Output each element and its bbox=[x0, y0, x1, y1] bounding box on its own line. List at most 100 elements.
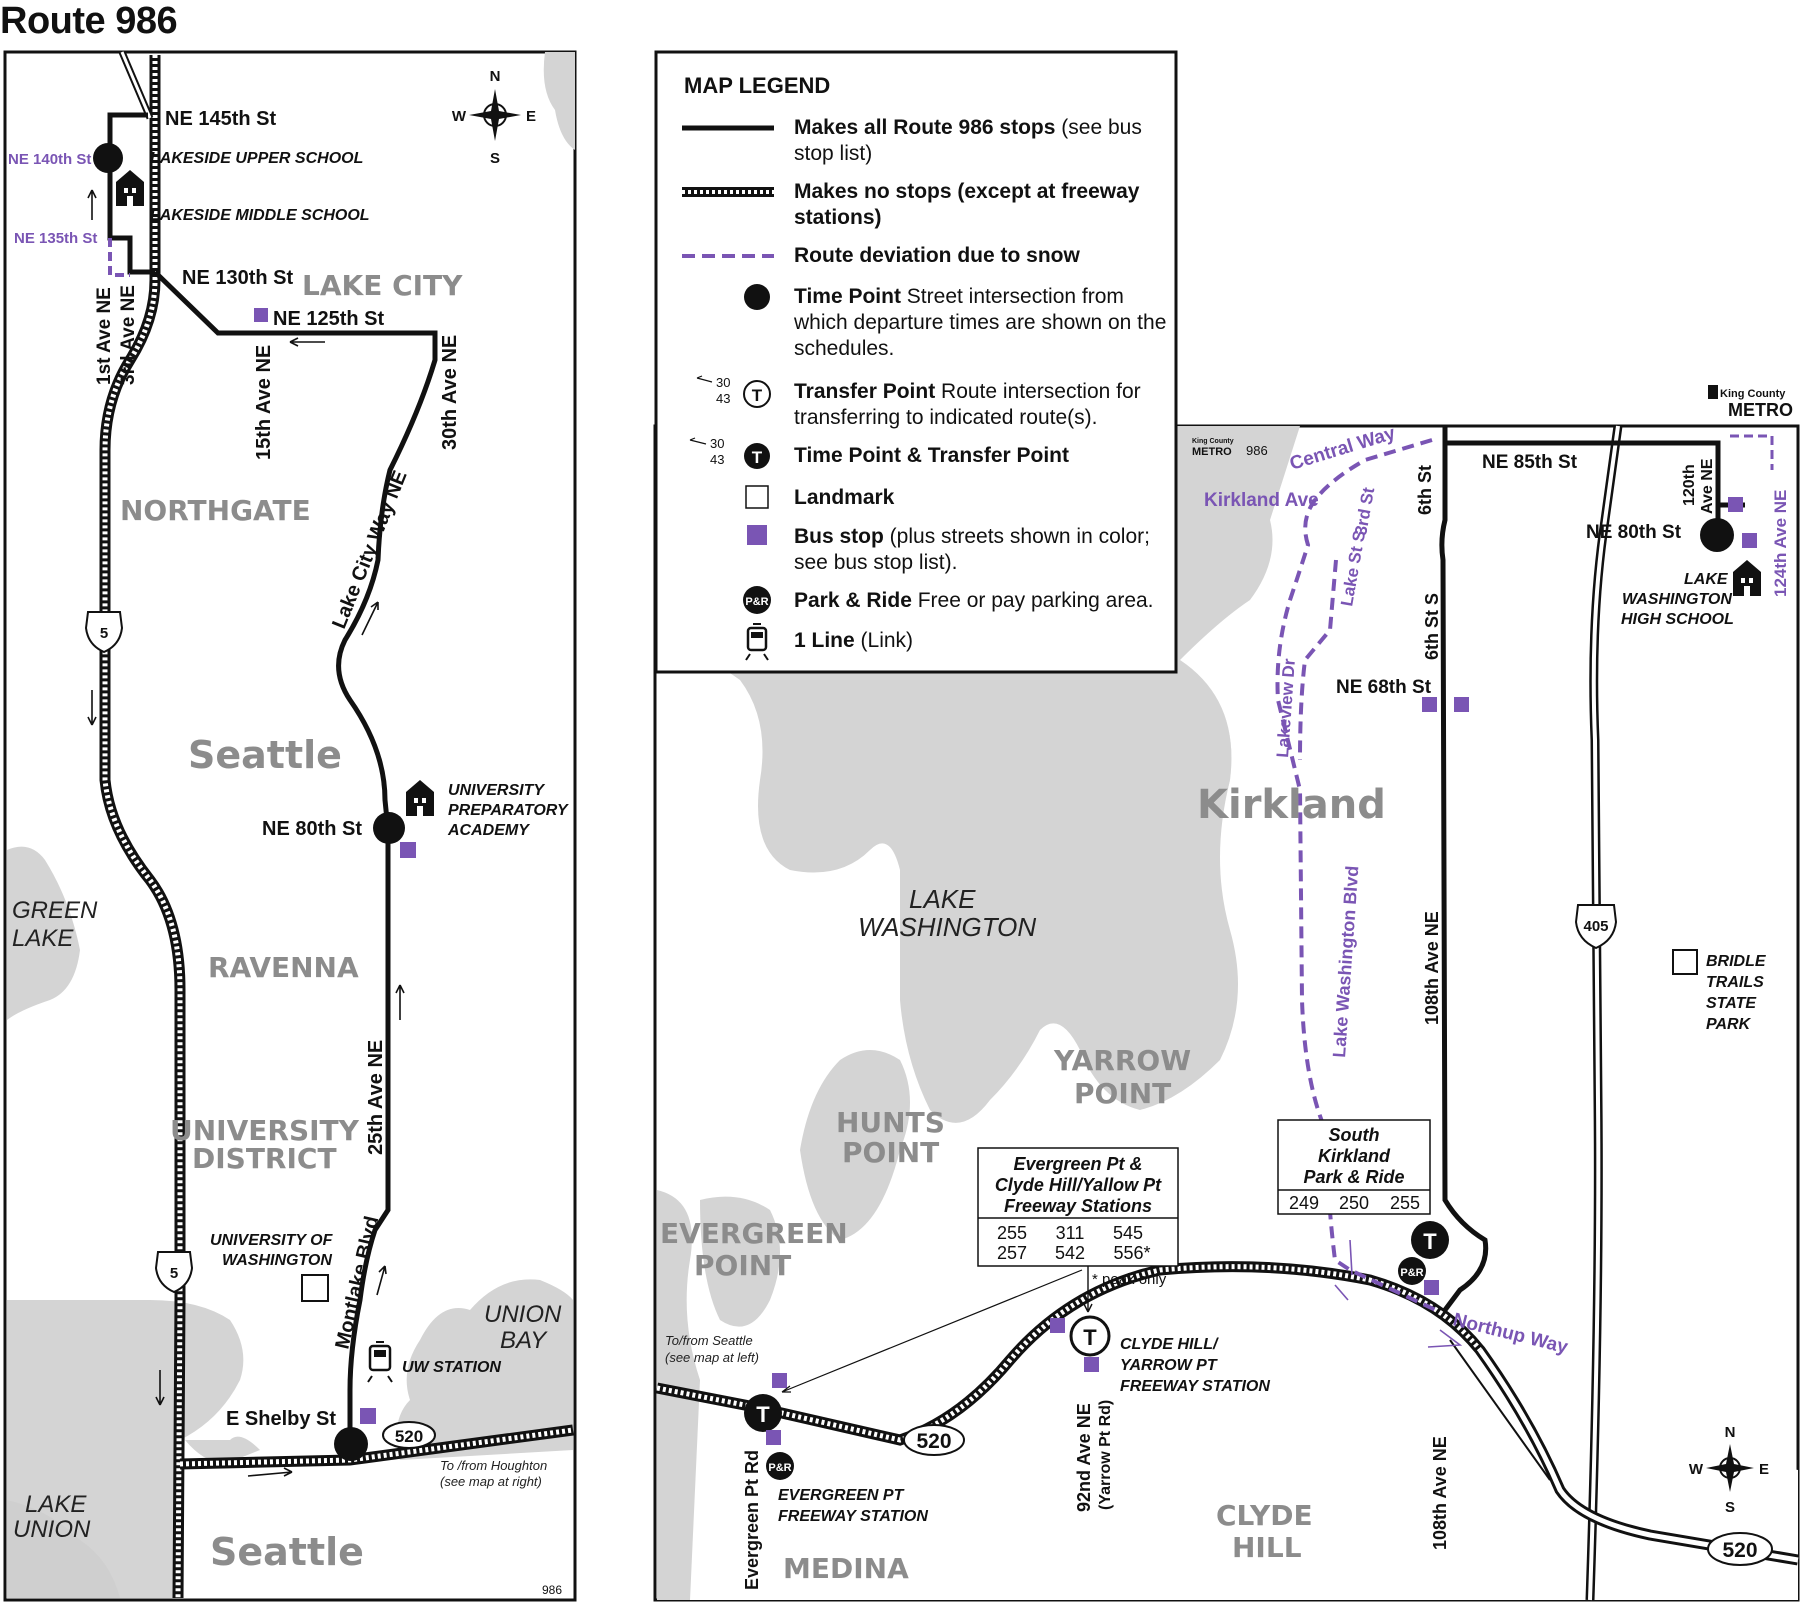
place-label: RAVENNA bbox=[208, 951, 359, 984]
transfer-point-icon: T bbox=[1069, 1315, 1111, 1357]
transfer-point-icon: T 30 43 bbox=[696, 375, 771, 408]
time-point-icon bbox=[744, 284, 770, 310]
svg-text:which departure times are show: which departure times are shown on the bbox=[793, 311, 1166, 334]
landmark-icon bbox=[301, 1274, 329, 1302]
svg-text:30: 30 bbox=[716, 375, 730, 390]
water-label: BAY bbox=[500, 1327, 548, 1354]
page-number: 986 bbox=[542, 1583, 562, 1597]
landmark-label: LAKESIDE MIDDLE SCHOOL bbox=[150, 207, 370, 224]
light-rail-icon bbox=[367, 1341, 393, 1383]
street-label: 15th Ave NE bbox=[253, 345, 275, 460]
water-label: LAKE bbox=[12, 925, 74, 952]
landmark-icon bbox=[1672, 949, 1698, 975]
legend-item-label: Makes all Route 986 stops (see bus bbox=[794, 116, 1142, 139]
svg-text:Clyde Hill/Yallow Pt: Clyde Hill/Yallow Pt bbox=[995, 1175, 1162, 1195]
place-label: DISTRICT bbox=[192, 1142, 337, 1175]
svg-text:P&R: P&R bbox=[768, 1462, 791, 1474]
landmark-icon bbox=[745, 485, 769, 509]
school-icon bbox=[116, 170, 144, 206]
interstate-5-shield-south: 5 bbox=[154, 1251, 194, 1294]
place-label: Seattle bbox=[188, 733, 342, 777]
right-map: T T T P&R P&R 405 bbox=[653, 385, 1800, 1602]
legend-item-label: 1 Line (Link) bbox=[794, 629, 913, 652]
place-label: YARROW bbox=[1053, 1044, 1191, 1077]
landmark-label: ACADEMY bbox=[447, 822, 530, 839]
landmark-label: LAKESIDE UPPER SCHOOL bbox=[150, 150, 363, 167]
svg-text:Park & Ride: Park & Ride bbox=[1303, 1167, 1404, 1187]
landmark-label: PARK bbox=[1706, 1016, 1752, 1033]
landmark-label: LAKE bbox=[1684, 571, 1729, 588]
svg-text:see bus stop list).: see bus stop list). bbox=[794, 551, 957, 574]
landmark-label: UNIVERSITY OF bbox=[210, 1232, 334, 1249]
street-label: 108th Ave NE bbox=[1422, 911, 1442, 1025]
compass-icon: N S E W bbox=[1689, 1424, 1769, 1516]
transfer-point-icon: T bbox=[744, 1394, 782, 1432]
svg-text:transferring to indicated rout: transferring to indicated route(s). bbox=[794, 406, 1097, 429]
landmark-label: HIGH SCHOOL bbox=[1621, 611, 1734, 628]
landmark-label: TRAILS bbox=[1706, 974, 1764, 991]
street-label: (Yarrow Pt Rd) bbox=[1097, 1400, 1114, 1510]
sr520-shield: 520 bbox=[382, 1421, 436, 1449]
svg-text:E: E bbox=[1759, 1461, 1769, 1478]
landmark-label: WASHINGTON bbox=[1622, 591, 1732, 608]
street-label: NE 140th St bbox=[8, 151, 91, 168]
street-label: NE 80th St bbox=[1586, 522, 1682, 543]
svg-text:Evergreen Pt &: Evergreen Pt & bbox=[1013, 1154, 1142, 1174]
svg-text:South: South bbox=[1329, 1125, 1380, 1145]
landmark-label: FREEWAY STATION bbox=[1120, 1378, 1270, 1395]
place-label: EVERGREEN bbox=[660, 1217, 848, 1250]
place-label: HUNTS bbox=[836, 1106, 945, 1139]
landmark-label: BRIDLE bbox=[1706, 953, 1767, 970]
svg-text:43: 43 bbox=[716, 391, 730, 406]
sr520-shield: 520 bbox=[903, 1424, 965, 1456]
street-label: NE 85th St bbox=[1482, 452, 1578, 473]
park-and-ride-icon: P&R bbox=[766, 1452, 794, 1480]
street-label: 108th Ave NE bbox=[1430, 1436, 1450, 1550]
place-label: POINT bbox=[1074, 1077, 1171, 1110]
svg-text:W: W bbox=[1689, 1461, 1704, 1478]
map-legend: MAP LEGEND Makes all Route 986 stops (se… bbox=[654, 50, 1178, 674]
landmark-label: WASHINGTON bbox=[222, 1252, 332, 1269]
svg-text:T: T bbox=[1423, 1229, 1437, 1254]
svg-text:schedules.: schedules. bbox=[794, 337, 894, 360]
compass-icon: N S E W bbox=[452, 68, 536, 167]
svg-text:5: 5 bbox=[100, 625, 108, 642]
landmark-label: STATE bbox=[1706, 995, 1757, 1012]
street-label: 30th Ave NE bbox=[439, 335, 461, 450]
svg-text:P&R: P&R bbox=[745, 596, 768, 608]
water-label: UNION bbox=[13, 1516, 91, 1543]
legend-item-label: Park & Ride Free or pay parking area. bbox=[794, 589, 1154, 612]
note-label: (see map at left) bbox=[665, 1350, 759, 1365]
transfer-point-icon: T bbox=[1411, 1221, 1449, 1259]
interstate-405-shield: 405 bbox=[1574, 904, 1618, 950]
svg-text:King County: King County bbox=[1192, 438, 1234, 445]
legend-item-label: Landmark bbox=[794, 486, 895, 509]
landmark-label: UNIVERSITY bbox=[448, 782, 545, 799]
svg-text:N: N bbox=[1725, 1424, 1736, 1441]
svg-text:P&R: P&R bbox=[1400, 1267, 1423, 1279]
svg-text:556*: 556* bbox=[1113, 1243, 1150, 1263]
street-label: NE 68th St bbox=[1336, 677, 1432, 698]
svg-text:311: 311 bbox=[1056, 1223, 1085, 1243]
place-label: UNIVERSITY bbox=[170, 1114, 360, 1147]
landmark-label: FREEWAY STATION bbox=[778, 1508, 928, 1525]
landmark-label: CLYDE HILL/ bbox=[1120, 1336, 1219, 1353]
transfer-routes-box: South Kirkland Park & Ride 249 250 255 bbox=[1277, 1119, 1431, 1215]
landmark-label: YARROW PT bbox=[1120, 1357, 1218, 1374]
place-label: POINT bbox=[694, 1249, 791, 1282]
time-transfer-point-icon: T 30 43 bbox=[689, 436, 770, 469]
svg-text:255: 255 bbox=[1390, 1193, 1420, 1213]
note-label: To/from Seattle bbox=[665, 1333, 753, 1348]
svg-text:E: E bbox=[526, 108, 536, 125]
svg-text:W: W bbox=[452, 108, 467, 125]
street-label: 124th Ave NE bbox=[1771, 490, 1790, 597]
svg-text:43: 43 bbox=[710, 452, 724, 467]
place-label: Kirkland bbox=[1197, 782, 1386, 828]
street-label: 92nd Ave NE bbox=[1074, 1403, 1094, 1512]
svg-text:Kirkland: Kirkland bbox=[1318, 1146, 1391, 1166]
page-title: Route 986 bbox=[0, 0, 178, 42]
street-label: NE 125th St bbox=[273, 308, 384, 330]
svg-text:249: 249 bbox=[1289, 1193, 1319, 1213]
sr520-shield: 520 bbox=[1707, 1532, 1773, 1566]
